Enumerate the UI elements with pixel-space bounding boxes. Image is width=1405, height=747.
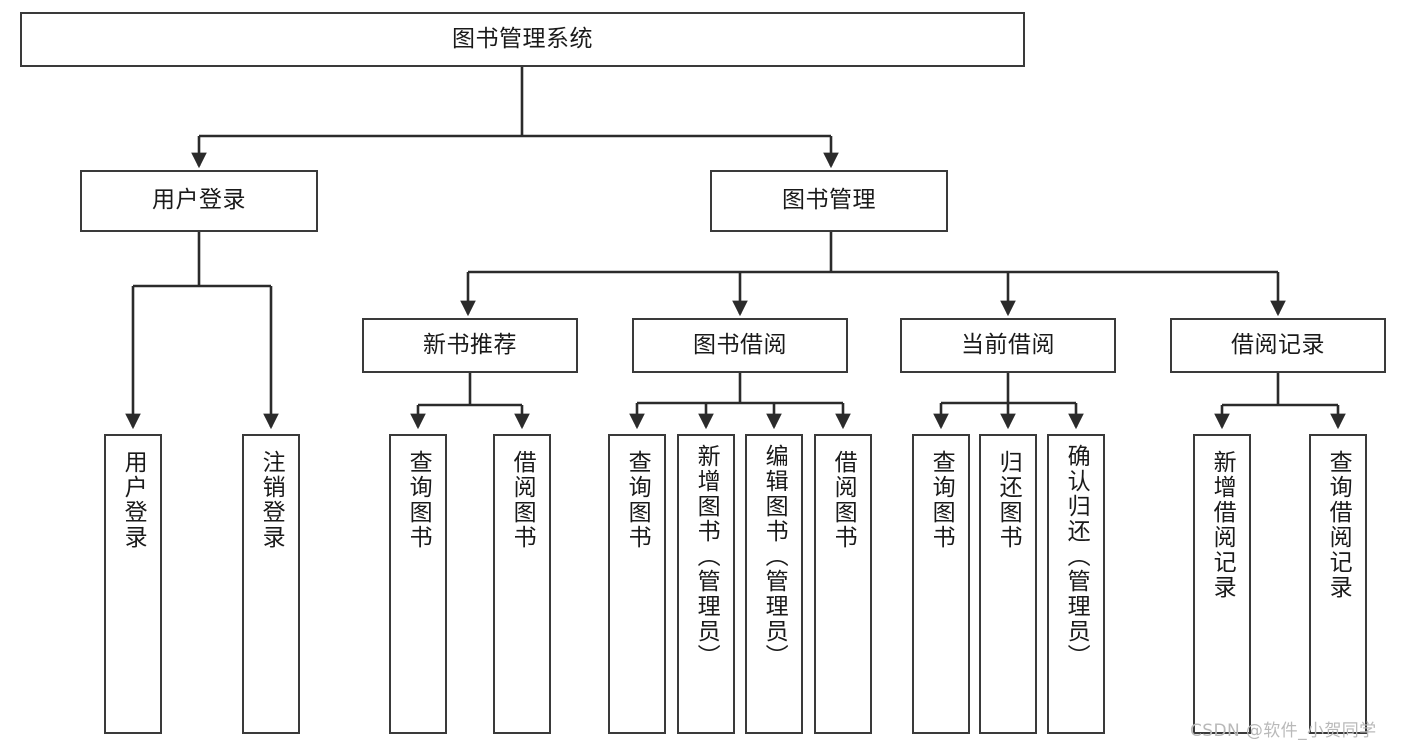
leaf-borrow-book-1-label: 借阅图书	[509, 450, 536, 550]
node-root[interactable]: 图书管理系统	[20, 12, 1025, 67]
leaf-edit-book[interactable]: 编辑图书（管理员）	[745, 434, 803, 734]
leaf-query-book-3[interactable]: 查询图书	[912, 434, 970, 734]
leaf-return-book[interactable]: 归还图书	[979, 434, 1037, 734]
node-current-borrow[interactable]: 当前借阅	[900, 318, 1116, 373]
node-user-login[interactable]: 用户登录	[80, 170, 318, 232]
leaf-query-book-2-label: 查询图书	[624, 450, 651, 550]
leaf-add-record[interactable]: 新增借阅记录	[1193, 434, 1251, 734]
leaf-borrow-book-2[interactable]: 借阅图书	[814, 434, 872, 734]
node-book-management-label: 图书管理	[782, 187, 876, 214]
leaf-add-record-label: 新增借阅记录	[1209, 450, 1236, 600]
leaf-edit-book-label: 编辑图书（管理员）	[761, 444, 788, 669]
node-root-label: 图书管理系统	[452, 25, 593, 52]
node-borrow-record-label: 借阅记录	[1231, 331, 1325, 358]
node-book-management[interactable]: 图书管理	[710, 170, 948, 232]
leaf-borrow-book-1[interactable]: 借阅图书	[493, 434, 551, 734]
node-current-borrow-label: 当前借阅	[961, 331, 1055, 358]
leaf-borrow-book-2-label: 借阅图书	[830, 450, 857, 550]
leaf-query-book-2[interactable]: 查询图书	[608, 434, 666, 734]
leaf-query-book-1[interactable]: 查询图书	[389, 434, 447, 734]
leaf-query-book-3-label: 查询图书	[928, 450, 955, 550]
leaf-logout-label: 注销登录	[258, 450, 285, 550]
node-borrow-record[interactable]: 借阅记录	[1170, 318, 1386, 373]
leaf-user-login-label: 用户登录	[120, 450, 147, 550]
node-new-book-recommend[interactable]: 新书推荐	[362, 318, 578, 373]
node-new-book-recommend-label: 新书推荐	[423, 331, 517, 358]
leaf-add-book[interactable]: 新增图书（管理员）	[677, 434, 735, 734]
node-book-borrow[interactable]: 图书借阅	[632, 318, 848, 373]
leaf-logout[interactable]: 注销登录	[242, 434, 300, 734]
leaf-confirm-return-label: 确认归还（管理员）	[1063, 444, 1090, 669]
leaf-confirm-return[interactable]: 确认归还（管理员）	[1047, 434, 1105, 734]
leaf-return-book-label: 归还图书	[995, 450, 1022, 550]
leaf-user-login[interactable]: 用户登录	[104, 434, 162, 734]
leaf-query-record-label: 查询借阅记录	[1325, 450, 1352, 600]
node-user-login-label: 用户登录	[152, 187, 246, 214]
node-book-borrow-label: 图书借阅	[693, 331, 787, 358]
leaf-query-book-1-label: 查询图书	[405, 450, 432, 550]
leaf-query-record[interactable]: 查询借阅记录	[1309, 434, 1367, 734]
leaf-add-book-label: 新增图书（管理员）	[693, 444, 720, 669]
watermark: CSDN @软件_小贺同学	[1190, 721, 1377, 741]
